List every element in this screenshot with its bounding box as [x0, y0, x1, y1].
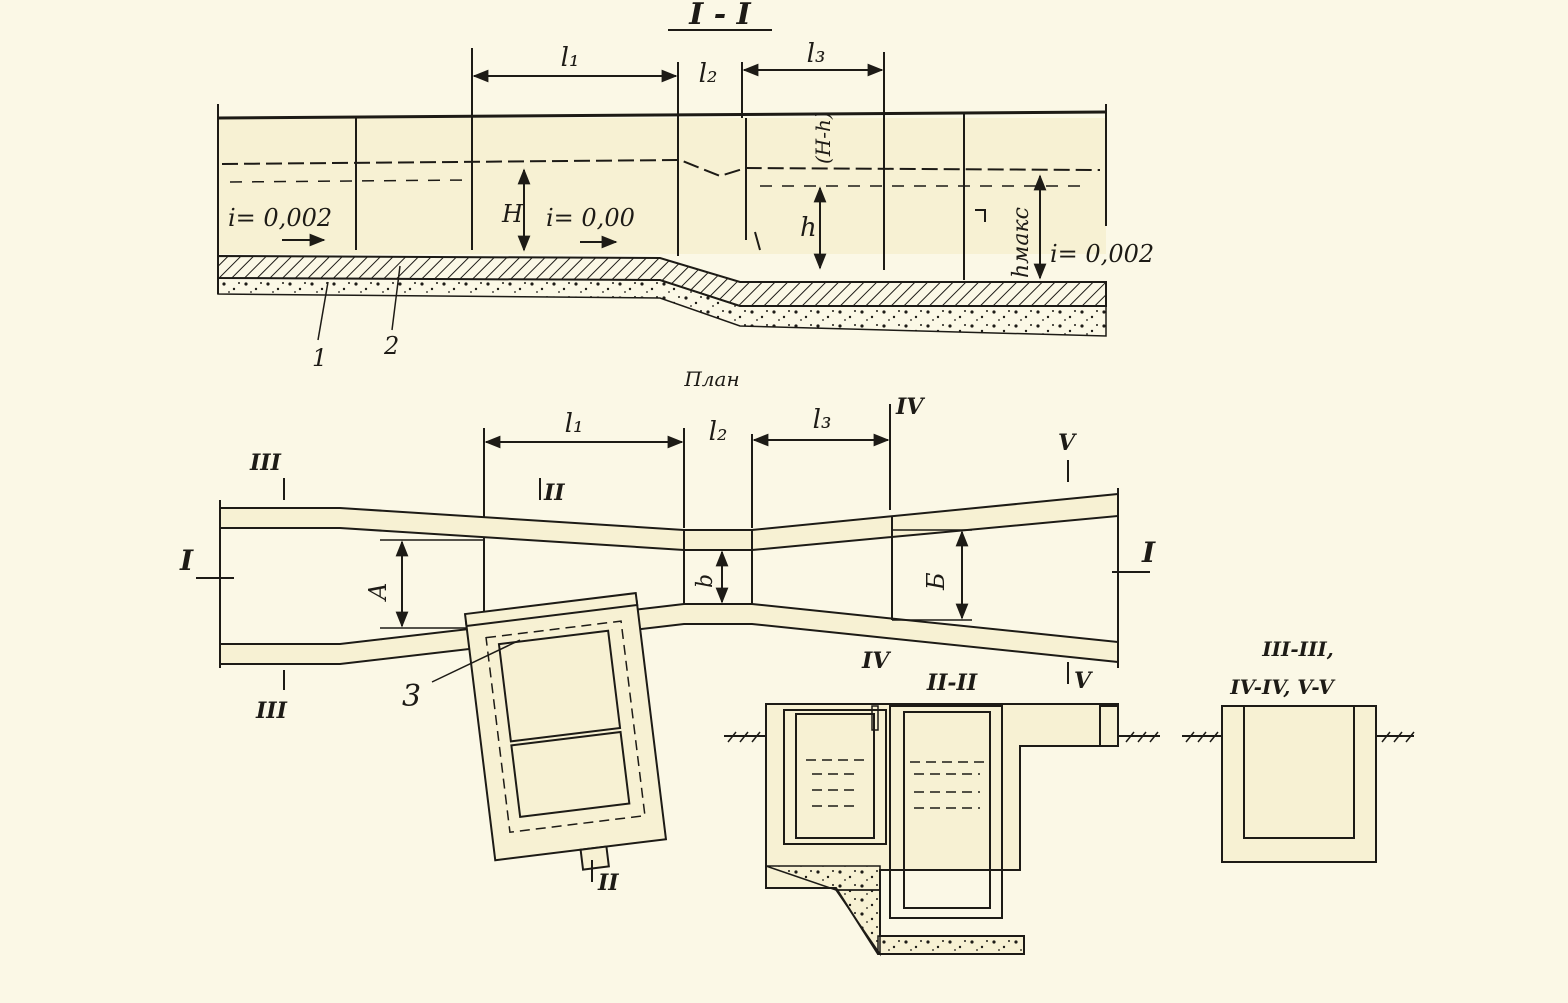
plan-title: План [683, 367, 739, 391]
section-II-II: II-II [724, 670, 1160, 957]
b-label: b [693, 574, 718, 588]
H-label: H [501, 200, 524, 228]
marker-2-label: 2 [383, 332, 399, 360]
measuring-well-plan [463, 591, 668, 871]
cut-IV-bottom-label: IV [861, 648, 891, 674]
cut-II-top-label: II [543, 480, 565, 506]
profile-dim-l1: l₁ [561, 43, 580, 73]
cut-IV-top-label: IV [895, 394, 925, 420]
plan-dim-l3: l₃ [813, 405, 832, 435]
marker-1-label: 1 [312, 344, 327, 372]
cut-V-bottom-label: V [1074, 668, 1093, 694]
cut-II-bottom-label: II [597, 870, 619, 896]
cut-III-bottom-label: III [255, 698, 288, 724]
profile-dim-l3: l₃ [807, 39, 826, 69]
plan-view: План l₁ l₂ l₃ [179, 367, 1156, 896]
section-II-title: II-II [926, 670, 978, 696]
slope-in-label: i= 0,002 [228, 204, 332, 232]
cut-V-top-label: V [1058, 430, 1077, 456]
plan-dimension-line: l₁ l₂ l₃ [483, 404, 891, 618]
B-label: Б [922, 572, 950, 591]
cut-III-top-label: III [249, 450, 282, 476]
A-label: A [364, 583, 392, 602]
section-I-I: I - I l₁ l₂ l₃ [217, 0, 1154, 372]
profile-dim-l2: l₂ [699, 59, 718, 89]
plan-dim-l1: l₁ [565, 409, 584, 439]
h-max-label: hмакс [1009, 207, 1034, 278]
section-III-title-line1: III-III, [1261, 637, 1333, 661]
profile-channel [217, 104, 1107, 337]
cut-I-right-label: I [1141, 536, 1156, 569]
section-III-III: III-III, IV-IV, V-V [1182, 637, 1415, 863]
h-label: h [800, 213, 817, 243]
profile-leaders [317, 265, 401, 341]
plan-walls [219, 488, 1119, 668]
slope-mid-label: i= 0,00 [546, 204, 635, 232]
cut-markers [196, 460, 1150, 690]
slope-out-label: i= 0,002 [1050, 240, 1154, 268]
section-title: I - I [688, 0, 751, 32]
cut-I-left-label: I [179, 544, 194, 577]
plan-dim-l2: l₂ [709, 417, 728, 447]
marker-3-label: 3 [402, 679, 421, 714]
profile-dimension-line: l₁ l₂ l₃ [471, 39, 885, 118]
H-minus-h-label: (H-h) [811, 111, 835, 164]
section-III-title-line2: IV-IV, V-V [1229, 675, 1336, 699]
marker-3-leader [431, 639, 521, 683]
